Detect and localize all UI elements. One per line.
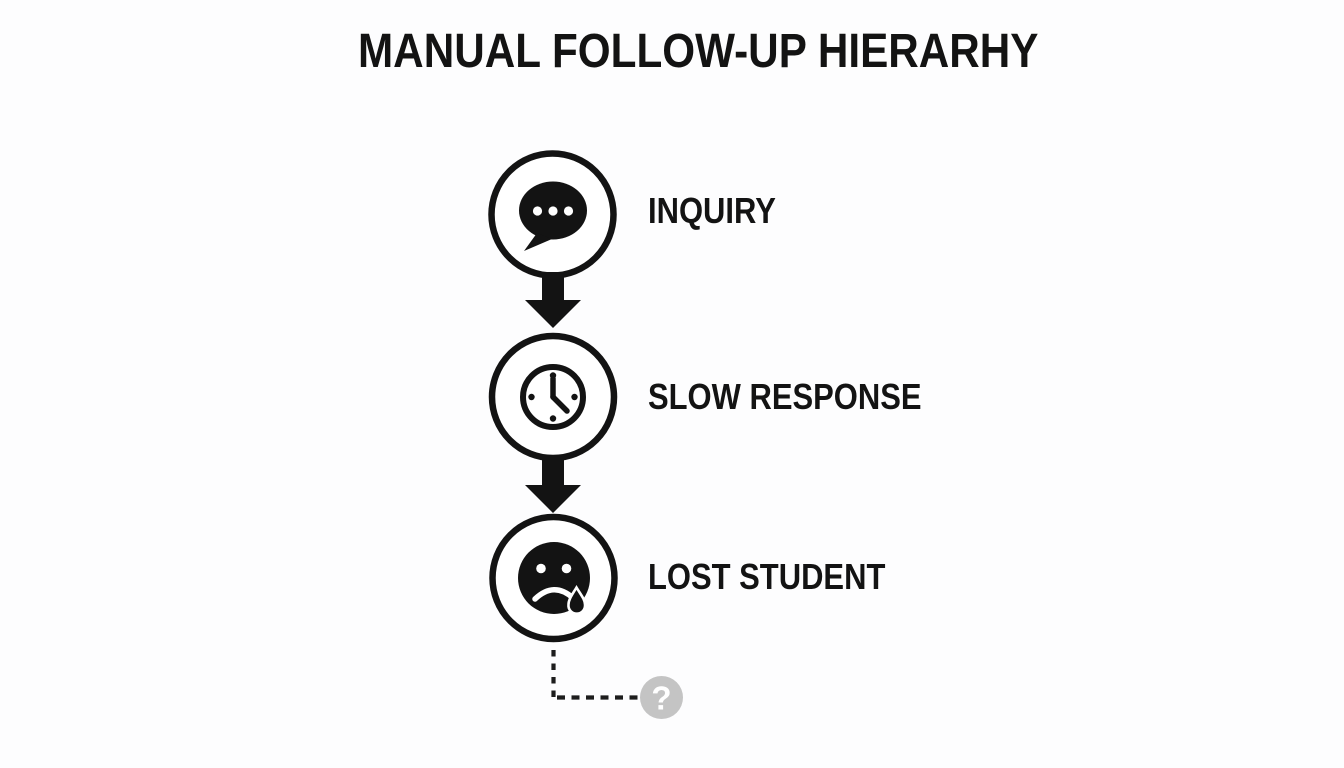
step-label-inquiry: INQUIRY — [648, 190, 776, 231]
dashed-connector — [551, 650, 640, 700]
step-node-inquiry — [488, 150, 617, 279]
sad-face-tear-icon — [518, 542, 590, 615]
arrow-down-icon — [525, 272, 581, 328]
step-label-slow-response: SLOW RESPONSE — [648, 376, 922, 417]
clock-icon — [520, 364, 586, 430]
question-mark-icon: ? — [651, 680, 671, 717]
step-node-lost-student — [489, 513, 618, 643]
chat-bubble-icon — [519, 181, 587, 251]
page-title: MANUAL FOLLOW-UP HIERARHY — [358, 25, 1039, 78]
step-label-lost-student: LOST STUDENT — [648, 556, 886, 597]
arrow-down-icon — [525, 455, 581, 513]
question-mark-badge: ? — [640, 676, 683, 719]
step-node-slow-response — [488, 332, 618, 462]
